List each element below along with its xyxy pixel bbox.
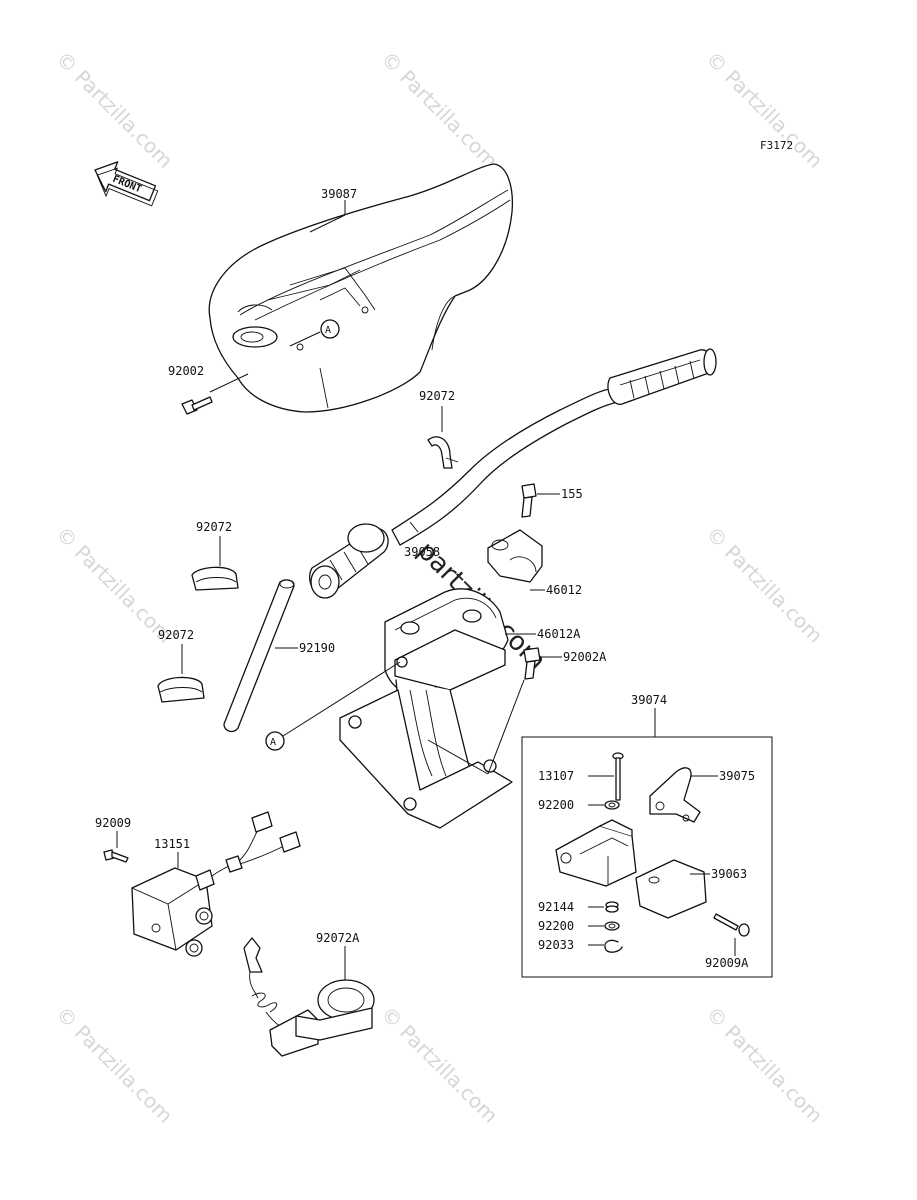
throttle-housing [555, 819, 637, 887]
callout-92072-low: 92072 [158, 628, 194, 642]
callout-39063: 39063 [711, 867, 747, 881]
callout-13151: 13151 [154, 837, 190, 851]
assembly-39074-box: 39074 [521, 693, 773, 978]
band-92072-low [157, 676, 205, 703]
callout-46012A: 46012A [537, 627, 581, 641]
watermark: © Partzilla.com [701, 47, 827, 173]
callout-39075: 39075 [719, 769, 755, 783]
screw-92009 [103, 849, 129, 863]
callout-92033: 92033 [538, 938, 574, 952]
tube-92190 [223, 579, 295, 733]
callout-13107: 13107 [538, 769, 574, 783]
ref-marker-label: A [270, 737, 276, 748]
pin-13107 [612, 752, 624, 801]
washer-92200-b [604, 921, 620, 931]
callout-92200-a: 92200 [538, 798, 574, 812]
callout-92072-mid: 92072 [196, 520, 232, 534]
callout-92002A: 92002A [563, 650, 607, 664]
handlebar-39058 [309, 348, 717, 599]
callout-39058: 39058 [404, 545, 440, 559]
watermark: © Partzilla.com [376, 47, 502, 173]
callout-39074: 39074 [631, 693, 667, 707]
clamp-46012 [487, 529, 543, 583]
band-92072-mid [191, 566, 239, 591]
watermark: © Partzilla.com [701, 1002, 827, 1128]
riser-46012A [339, 588, 513, 829]
watermark: © Partzilla.com [701, 522, 827, 648]
callout-92144: 92144 [538, 900, 574, 914]
bolt-92002A [523, 647, 541, 680]
figure-code: F3172 [760, 139, 793, 152]
bolt-155 [521, 483, 537, 518]
spring-92144 [605, 901, 619, 913]
callout-155: 155 [561, 487, 583, 501]
cover-39063 [635, 859, 707, 919]
callout-92009: 92009 [95, 816, 131, 830]
front-arrow-icon: FRONT [94, 161, 159, 207]
watermark: © Partzilla.com [376, 1002, 502, 1128]
band-92072-top [427, 436, 459, 469]
circlip-92033 [604, 939, 623, 953]
handlebar-pad-cover [208, 163, 514, 413]
lanyard-clamp-92072A [243, 937, 375, 1057]
callout-92072-top: 92072 [419, 389, 455, 403]
callout-92190: 92190 [299, 641, 335, 655]
callout-92200-b: 92200 [538, 919, 574, 933]
callout-92072A: 92072A [316, 931, 360, 945]
switch-13151 [131, 811, 301, 957]
watermark: © Partzilla.com [51, 1002, 177, 1128]
watermark: © Partzilla.com [51, 47, 177, 173]
callout-92002: 92002 [168, 364, 204, 378]
bolt-92002 [181, 396, 213, 415]
ref-marker-a-bottom: A [265, 731, 285, 751]
callout-46012: 46012 [546, 583, 582, 597]
callout-39087: 39087 [321, 187, 357, 201]
screw-92009A [713, 913, 750, 937]
ref-marker-label: A [325, 325, 331, 336]
ref-marker-a: A [320, 319, 340, 339]
washer-92200-a [604, 800, 620, 810]
callout-92009A: 92009A [705, 956, 749, 970]
lever-39075 [649, 767, 701, 823]
